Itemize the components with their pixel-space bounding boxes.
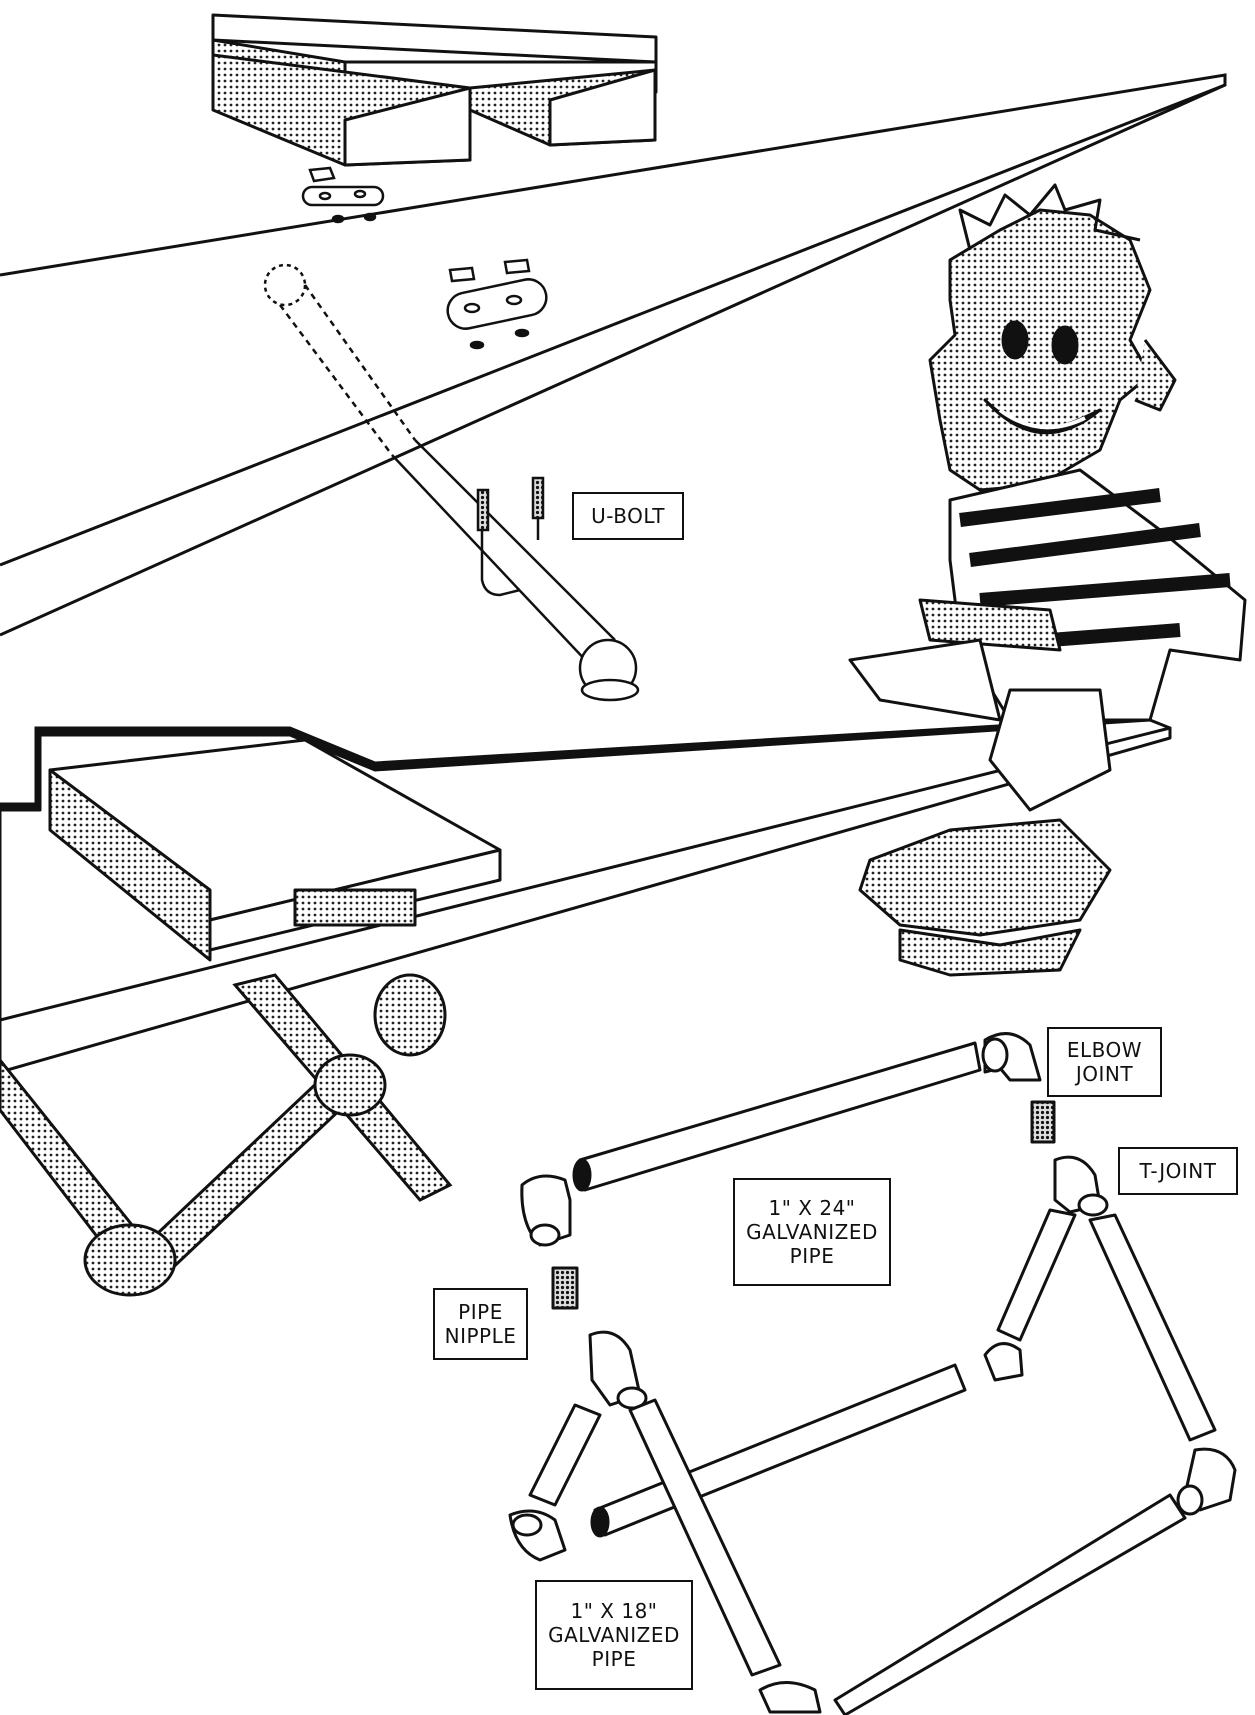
top-wood-blocks <box>213 15 656 165</box>
label-elbow-joint-line1: ELBOW <box>1067 1038 1142 1062</box>
label-t-joint: T-JOINT <box>1118 1147 1238 1195</box>
label-pipe-nipple: PIPE NIPPLE <box>433 1288 528 1360</box>
label-u-bolt: U-BOLT <box>572 492 684 540</box>
label-pipe-18: 1" X 18" GALVANIZED PIPE <box>535 1580 693 1690</box>
label-pipe-nipple-line2: NIPPLE <box>445 1324 517 1348</box>
label-pipe-18-line3: PIPE <box>592 1647 637 1671</box>
label-pipe-18-line1: 1" X 18" <box>571 1599 658 1623</box>
label-pipe-24-line1: 1" X 24" <box>769 1196 856 1220</box>
label-elbow-joint-line2: JOINT <box>1076 1062 1133 1086</box>
label-pipe-24-line3: PIPE <box>790 1244 835 1268</box>
upper-pipe <box>265 265 638 700</box>
label-pipe-nipple-line1: PIPE <box>458 1300 503 1324</box>
label-pipe-24: 1" X 24" GALVANIZED PIPE <box>733 1178 891 1286</box>
label-elbow-joint: ELBOW JOINT <box>1047 1027 1162 1097</box>
boy-character <box>850 185 1245 975</box>
label-pipe-18-line2: GALVANIZED <box>548 1623 680 1647</box>
hardware-nuts-plates <box>303 168 550 348</box>
label-t-joint-text: T-JOINT <box>1140 1159 1217 1183</box>
label-pipe-24-line2: GALVANIZED <box>746 1220 878 1244</box>
label-u-bolt-text: U-BOLT <box>591 504 665 528</box>
